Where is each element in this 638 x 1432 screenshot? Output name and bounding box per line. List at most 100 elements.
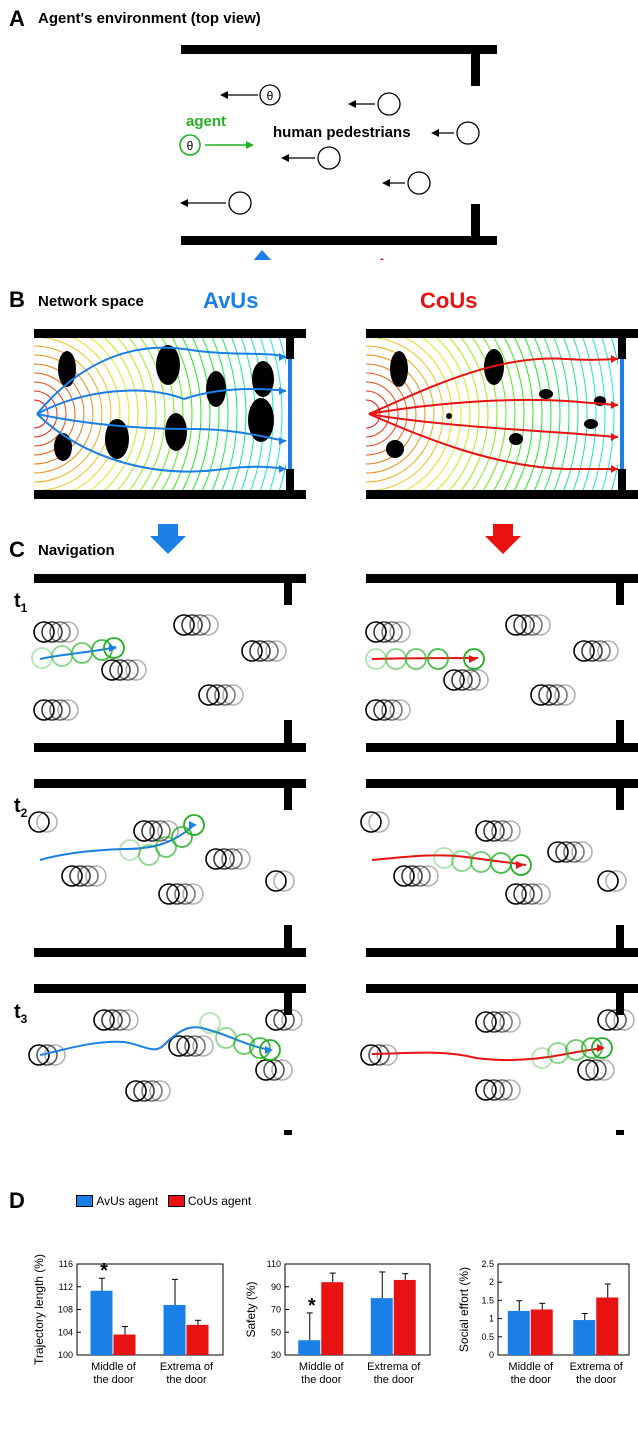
pedestrian-trail	[513, 883, 535, 905]
agent-position	[510, 854, 532, 876]
pedestrian-trail	[166, 883, 188, 905]
pedestrian-trail	[373, 699, 395, 721]
x-category-label: the door	[166, 1374, 207, 1386]
x-category-label: Extrema of	[570, 1361, 624, 1373]
agent-arrowhead	[109, 644, 117, 652]
contour-line	[34, 399, 49, 429]
pedestrian-trail	[360, 1044, 382, 1066]
y-tick-label: 50	[271, 1327, 281, 1337]
contour-line	[34, 336, 112, 492]
agent-label: agent	[186, 113, 226, 130]
contour-line	[34, 390, 58, 438]
pedestrian-trail	[149, 820, 171, 842]
pedestrian-trail	[563, 841, 585, 863]
agent-position	[463, 648, 485, 670]
pedestrian-trail	[221, 848, 243, 870]
wall-top	[34, 779, 306, 788]
contour-line	[598, 329, 615, 499]
panel-a-letter: A	[9, 6, 25, 31]
pedestrian-trail	[577, 1059, 599, 1081]
door-post-top	[616, 779, 624, 810]
trajectory-arrowhead	[611, 433, 618, 441]
door-post-bottom	[284, 925, 292, 957]
panel-c-letter: C	[9, 537, 25, 562]
agent-position	[531, 1047, 553, 1069]
contour-line	[166, 329, 193, 499]
wall-top	[34, 329, 306, 338]
pedestrian-trail	[44, 1044, 66, 1066]
contour-line	[34, 381, 67, 447]
pedestrian-trail	[168, 1035, 190, 1057]
pedestrian-trail	[589, 640, 611, 662]
pedestrian-trail	[249, 640, 271, 662]
agent-position	[249, 1037, 271, 1059]
pedestrian-trail	[173, 614, 195, 636]
pedestrian-trail	[133, 820, 155, 842]
significance-marker: *	[100, 1260, 108, 1282]
y-axis-label: Safety (%)	[244, 1281, 258, 1337]
pedestrian-trail	[85, 865, 107, 887]
obstacle	[539, 389, 553, 399]
pedestrian-trail	[605, 870, 627, 892]
door-post-bottom	[616, 925, 624, 957]
trajectory-path	[36, 388, 287, 415]
pedestrian-trail	[443, 669, 465, 691]
pedestrian-trail	[41, 699, 63, 721]
agent-trajectory	[371, 657, 479, 660]
legend-label-cous: CoUs agent	[187, 1193, 252, 1208]
contour-line	[187, 329, 211, 499]
agent-marker: θ	[179, 134, 254, 156]
pedestrian-trail	[613, 1009, 635, 1031]
pedestrian-trail	[475, 1079, 497, 1101]
pedestrian-trail	[467, 669, 489, 691]
door-post-bottom	[284, 1130, 292, 1135]
pedestrian-trail	[376, 1044, 398, 1066]
door-post-top	[284, 574, 292, 605]
trajectory-path	[36, 413, 287, 473]
pedestrians-label: human pedestrians	[273, 124, 411, 141]
obstacle	[386, 440, 404, 458]
trajectory-path	[368, 357, 619, 415]
pedestrian-trail	[265, 870, 287, 892]
agent-position	[199, 1012, 221, 1034]
obstacle	[58, 351, 76, 387]
door-post-top	[284, 984, 292, 1015]
obstacle	[206, 371, 226, 407]
trajectory-arrowhead	[279, 437, 286, 445]
bar	[298, 1340, 321, 1355]
pedestrian-trail	[198, 684, 220, 706]
obstacle	[446, 413, 452, 419]
y-tick-label: 100	[58, 1350, 73, 1360]
bar	[321, 1282, 344, 1355]
contour-line	[539, 329, 561, 499]
pedestrian-trail	[182, 883, 204, 905]
cous-label: CoUs	[420, 288, 478, 313]
contour-line	[509, 329, 534, 499]
wall-top	[366, 779, 638, 788]
pedestrian	[180, 191, 252, 215]
contour-line	[569, 329, 588, 499]
pedestrian-trail	[117, 659, 139, 681]
pedestrian-trail	[229, 848, 251, 870]
pedestrian-trail	[475, 820, 497, 842]
pedestrian-trail	[273, 1009, 295, 1031]
outside-area	[626, 338, 638, 490]
pedestrian-trail	[547, 841, 569, 863]
avus-label: AvUs	[203, 288, 259, 313]
pedestrian-trail	[213, 848, 235, 870]
agent-arrowhead	[516, 861, 524, 869]
pedestrian-trail	[189, 614, 211, 636]
pedestrian-trail	[451, 669, 473, 691]
trajectory-path	[368, 398, 619, 415]
contour-line	[366, 390, 390, 438]
pedestrian-trail	[499, 820, 521, 842]
panel-b-title: Network space	[38, 293, 144, 310]
contour-line	[476, 329, 507, 499]
pedestrian-trail	[281, 1009, 303, 1031]
pedestrian-trail	[206, 684, 228, 706]
pedestrian-trail	[546, 684, 568, 706]
pedestrian-trail	[597, 870, 619, 892]
contour-line	[144, 329, 175, 499]
door-post-bottom	[286, 469, 294, 499]
pedestrian-trail	[529, 614, 551, 636]
